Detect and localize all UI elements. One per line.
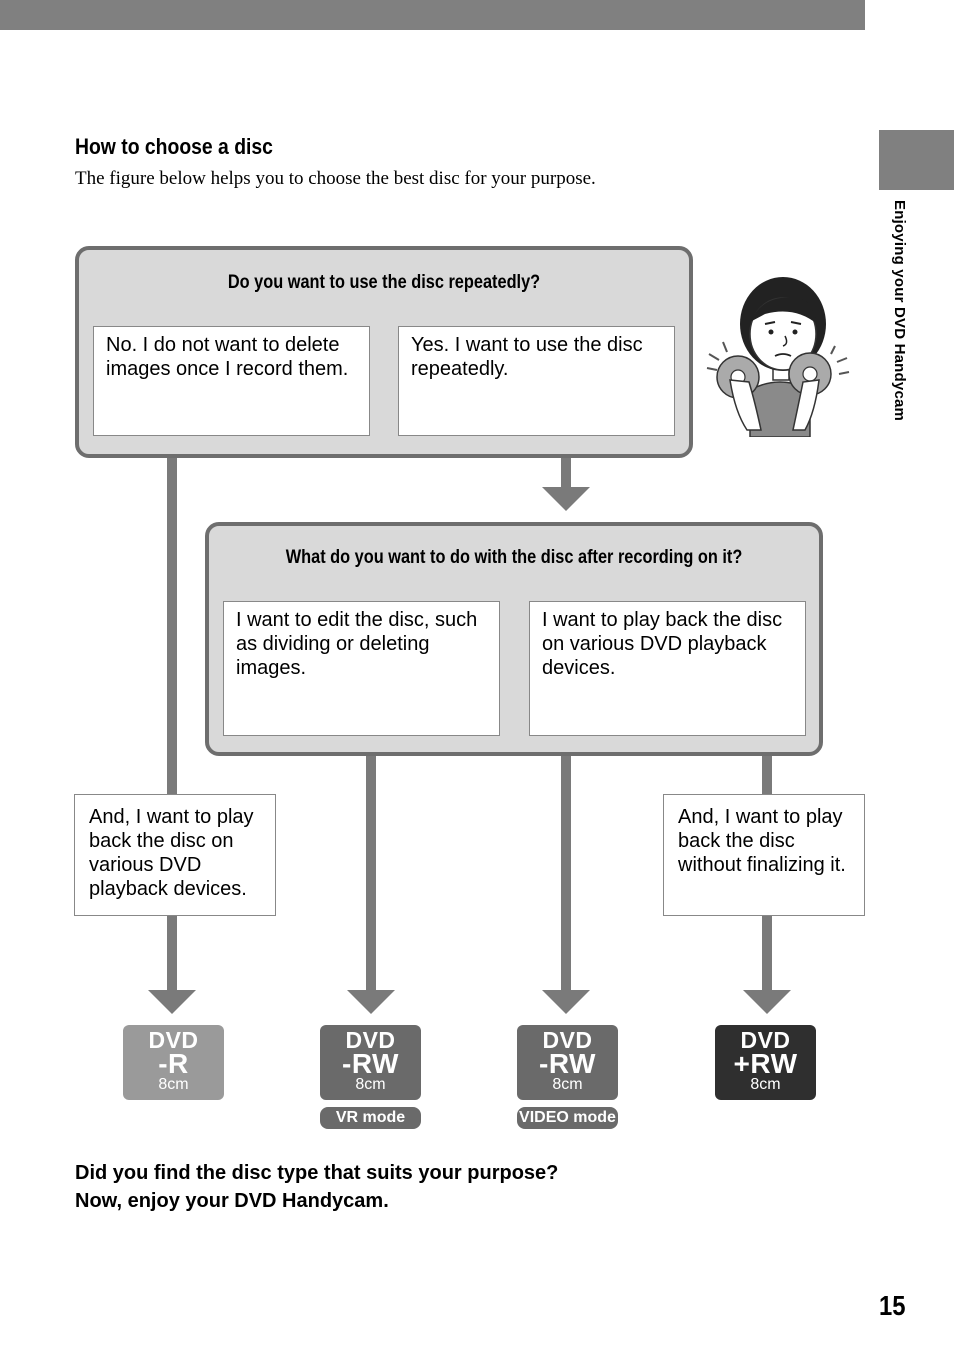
disc-badge-dvd-plus-rw: DVD +RW 8cm: [715, 1025, 816, 1100]
flow-line-dvd-rw-vr: [366, 735, 376, 990]
flow-line-dvd-rw-video: [561, 735, 571, 990]
section-tab-marker: [879, 130, 954, 190]
flow-line-to-condition-right: [762, 735, 772, 795]
disc-format-label: -R: [158, 1048, 189, 1079]
flow-arrow-dvd-rw-vr: [347, 990, 395, 1014]
disc-badge-dvd-rw-video: DVD -RW 8cm: [517, 1025, 618, 1100]
disc-size-label: 8cm: [750, 1076, 781, 1093]
mode-badge-vr: VR mode: [320, 1107, 421, 1129]
closing-text: Did you find the disc type that suits yo…: [75, 1159, 558, 1215]
flow-arrow-dvd-r: [148, 990, 196, 1014]
page-number: 15: [879, 1290, 906, 1321]
confused-person-holding-discs-icon: [706, 277, 850, 437]
mode-badge-video: VIDEO mode: [517, 1107, 618, 1129]
section-tab-label: Enjoying your DVD Handycam: [891, 200, 908, 422]
question1-text: Do you want to use the disc repeatedly?: [227, 272, 541, 293]
disc-badge-dvd-rw-vr: DVD -RW 8cm: [320, 1025, 421, 1100]
question1-option-no: No. I do not want to delete images once …: [93, 326, 370, 436]
disc-format-label: -RW: [342, 1048, 399, 1079]
flow-line-yes: [561, 435, 571, 487]
flow-arrow-dvd-rw-video: [542, 990, 590, 1014]
flow-line-dvd-r: [167, 915, 177, 990]
disc-badge-dvd-r: DVD -R 8cm: [123, 1025, 224, 1100]
disc-type-label: DVD: [542, 1027, 593, 1053]
condition-left: And, I want to play back the disc on var…: [74, 794, 276, 916]
question2-option-play: I want to play back the disc on various …: [529, 601, 806, 736]
condition-right: And, I want to play back the disc withou…: [663, 794, 865, 916]
section-title: How to choose a disc: [75, 134, 273, 159]
question2-option-edit: I want to edit the disc, such as dividin…: [223, 601, 500, 736]
disc-type-label: DVD: [148, 1027, 199, 1053]
flow-arrow-dvd-plus-rw: [743, 990, 791, 1014]
disc-format-label: +RW: [733, 1048, 798, 1079]
closing-line-2: Now, enjoy your DVD Handycam.: [75, 1190, 389, 1212]
flow-arrow-yes: [542, 487, 590, 511]
disc-type-label: DVD: [345, 1027, 396, 1053]
flow-line-no: [167, 435, 177, 795]
disc-size-label: 8cm: [552, 1076, 583, 1093]
question1-option-yes: Yes. I want to use the disc repeatedly.: [398, 326, 675, 436]
disc-size-label: 8cm: [158, 1076, 189, 1093]
closing-line-1: Did you find the disc type that suits yo…: [75, 1162, 559, 1184]
flow-line-dvd-plus-rw: [762, 915, 772, 990]
disc-type-label: DVD: [740, 1027, 791, 1053]
intro-text: The figure below helps you to choose the…: [75, 168, 596, 189]
question2-text: What do you want to do with the disc aft…: [285, 547, 743, 568]
disc-format-label: -RW: [539, 1048, 596, 1079]
disc-size-label: 8cm: [355, 1076, 386, 1093]
top-header-bar: [0, 0, 865, 30]
